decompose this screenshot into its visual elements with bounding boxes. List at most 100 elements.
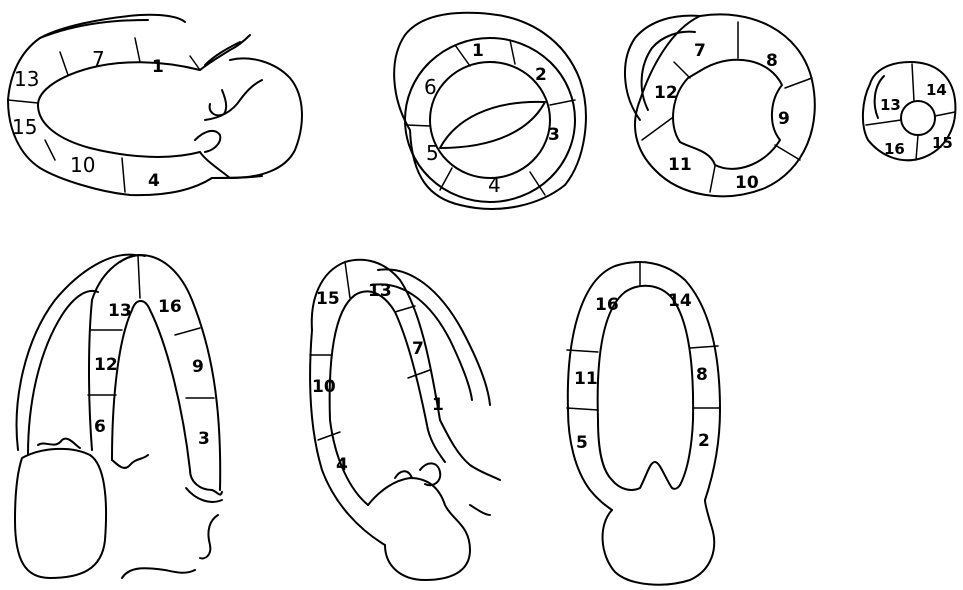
sax-basal-segment-6-label: 6 [424,75,437,99]
sax-basal-segment-4-label: 4 [488,173,501,197]
sax-basal-segment-2-label: 2 [535,65,547,85]
a4c-segment-12-label: 12 [94,355,118,375]
apical-four-chamber-view: 13 16 12 9 6 3 [15,255,222,578]
a3c-segment-10-label: 10 [312,377,336,397]
sax-mid-segment-7-label: 7 [694,41,706,61]
a4c-right-atrium [15,449,106,578]
sax-apical-divider-14-15 [935,112,955,116]
sax-basal-divider-5-6 [407,125,430,126]
plax-divider-7-1 [135,38,140,62]
sax-mid-divider-9-10 [775,145,800,160]
sax-basal-divider-6-1 [455,45,470,66]
sax-basal-divider-4-5 [440,168,452,190]
a4c-segment-13-label: 13 [108,301,132,321]
a3c-aorta-right [470,505,490,515]
plax-segment-15-label: 15 [12,115,37,139]
a3c-divider-13-7 [395,306,415,312]
sax-mid-segment-8-label: 8 [766,51,778,71]
plax-segment-4-label: 4 [148,171,160,191]
plax-divider-13-7 [60,52,68,75]
a3c-divider-15-13 [345,262,350,298]
sax-apical-divider-13-14 [912,64,914,101]
plax-mitral-leaflet [210,90,227,115]
a3c-divider-10-4 [318,432,340,440]
sax-apical-cavity [901,101,935,135]
a4c-segment-9-label: 9 [192,357,204,377]
a2c-divider-14-8 [690,346,718,348]
apical-two-chamber-view: 16 14 11 8 5 2 [567,262,720,585]
a4c-outer-left [17,255,135,450]
apical-three-chamber-view: 15 13 7 10 1 4 [310,260,500,580]
sax-mid-divider-12-7 [674,62,690,78]
a4c-tricuspid-valve [38,439,80,448]
sax-mid-segment-9-label: 9 [778,109,790,129]
sax-apical-divider-15-16 [916,135,918,160]
a2c-segment-5-label: 5 [576,433,588,453]
sax-apical-segment-16-label: 16 [884,140,905,158]
a2c-left-atrium [603,500,715,585]
short-axis-basal-view: 1 2 3 4 5 6 [394,13,586,209]
short-axis-apical-view: 13 14 15 16 [863,62,956,160]
sax-mid-lv-inner [673,60,782,169]
a3c-mitral-valve [395,471,412,478]
plax-segment-7-label: 7 [92,47,105,71]
sax-basal-mitral-orifice [440,102,545,148]
plax-segment-10-label: 10 [70,153,95,177]
sax-basal-divider-1-2 [510,40,515,64]
sax-mid-segment-11-label: 11 [668,155,692,175]
a2c-segment-14-label: 14 [668,291,692,311]
a3c-left-atrium [368,478,470,580]
a2c-segment-2-label: 2 [698,431,710,451]
plax-valve-right [195,131,220,152]
a3c-segment-1-label: 1 [432,395,444,415]
a3c-outflow-lower [428,430,445,462]
sax-apical-segment-15-label: 15 [932,134,953,152]
parasternal-long-axis-view: 13 7 1 15 10 4 [8,15,302,195]
sax-basal-segment-3-label: 3 [548,125,560,145]
plax-divider-15-10 [45,140,55,160]
sax-mid-divider-11-12 [642,118,672,140]
a4c-la-fragment [186,488,222,502]
a2c-lv-inner-left-lower [598,420,680,490]
a2c-divider-16-11 [567,350,598,352]
sax-basal-divider-2-3 [550,100,575,105]
short-axis-mid-view: 7 8 9 10 11 12 [625,14,815,196]
a4c-segment-16-label: 16 [158,297,182,317]
a4c-divider-16-9 [175,328,200,335]
sax-mid-segment-12-label: 12 [654,83,678,103]
a4c-segment-3-label: 3 [198,429,210,449]
a3c-aortic-valve [420,463,440,485]
a2c-lv-outer-left-lower [568,410,612,510]
a4c-segment-6-label: 6 [94,417,106,437]
a4c-divider-apex [138,256,140,298]
plax-outer-top-line [40,20,148,38]
a2c-segment-11-label: 11 [574,369,598,389]
plax-segment-13-label: 13 [14,67,39,91]
sax-mid-segment-10-label: 10 [735,173,759,193]
sax-basal-segment-5-label: 5 [426,141,439,165]
a3c-segment-13-label: 13 [368,281,392,301]
sax-apical-segment-14-label: 14 [926,81,947,99]
a4c-inner-rv-wall [28,291,98,455]
plax-divider-10-4 [122,158,125,192]
sax-mid-divider-10-11 [710,166,715,192]
a3c-segment-7-label: 7 [412,339,424,359]
a2c-segment-8-label: 8 [696,365,708,385]
a4c-pulmonary-vein-right [200,515,218,558]
a3c-outflow-upper [440,420,500,480]
a3c-divider-7-1 [408,370,430,378]
sax-apical-divider-16-13 [866,120,901,125]
a3c-lv-inner [330,291,428,430]
plax-divider-13-15 [8,100,38,103]
a3c-septum-outer [310,330,385,545]
a4c-septum-outer [89,300,92,450]
plax-bottom-tail [212,176,262,178]
sax-apical-segment-13-label: 13 [880,96,901,114]
plax-aortic-root-upper [200,35,250,70]
a4c-lv-inner [112,301,190,470]
sax-mid-divider-8-9 [785,78,812,88]
a4c-bottom-base [122,568,195,578]
a4c-mitral-valve [112,455,148,468]
